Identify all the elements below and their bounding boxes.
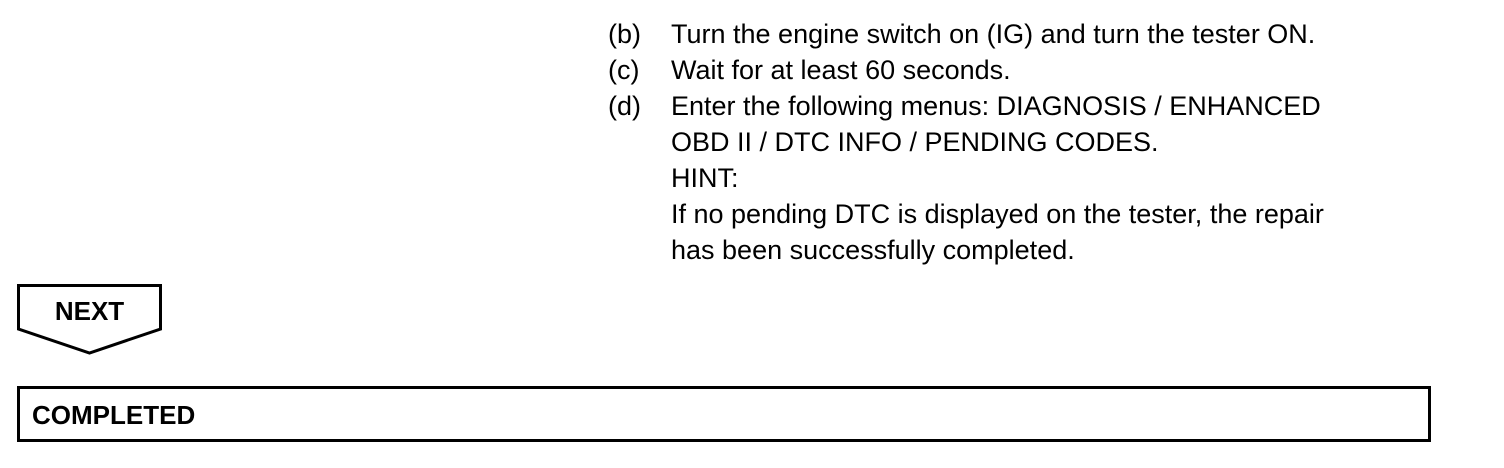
- step-label: (c): [608, 55, 640, 85]
- completed-box: COMPLETED: [17, 386, 1431, 442]
- step-body: Wait for at least 60 seconds.: [671, 52, 1011, 88]
- step-text-line: Enter the following menus: DIAGNOSIS / E…: [671, 91, 1321, 121]
- hint-text-line: If no pending DTC is displayed on the te…: [671, 199, 1324, 229]
- step-b: (b) Turn the engine switch on (IG) and t…: [608, 16, 1488, 52]
- step-text-line: Wait for at least 60 seconds.: [671, 55, 1011, 85]
- step-label: (d): [608, 91, 641, 121]
- step-text-line: OBD II / DTC INFO / PENDING CODES.: [671, 127, 1159, 157]
- next-flag: NEXT: [17, 284, 162, 356]
- completed-label: COMPLETED: [32, 400, 196, 430]
- hint-text-line: has been successfully completed.: [671, 235, 1075, 265]
- step-body: Turn the engine switch on (IG) and turn …: [671, 16, 1315, 52]
- step-body: Enter the following menus: DIAGNOSIS / E…: [671, 88, 1324, 268]
- step-d: (d) Enter the following menus: DIAGNOSIS…: [608, 88, 1488, 268]
- step-text-line: Turn the engine switch on (IG) and turn …: [671, 19, 1316, 49]
- procedure-steps: (b) Turn the engine switch on (IG) and t…: [608, 16, 1488, 268]
- step-label: (b): [608, 19, 641, 49]
- down-arrow-flag-icon: [17, 284, 162, 355]
- next-label: NEXT: [54, 296, 125, 326]
- hint-heading: HINT:: [671, 163, 739, 193]
- step-c: (c) Wait for at least 60 seconds.: [608, 52, 1488, 88]
